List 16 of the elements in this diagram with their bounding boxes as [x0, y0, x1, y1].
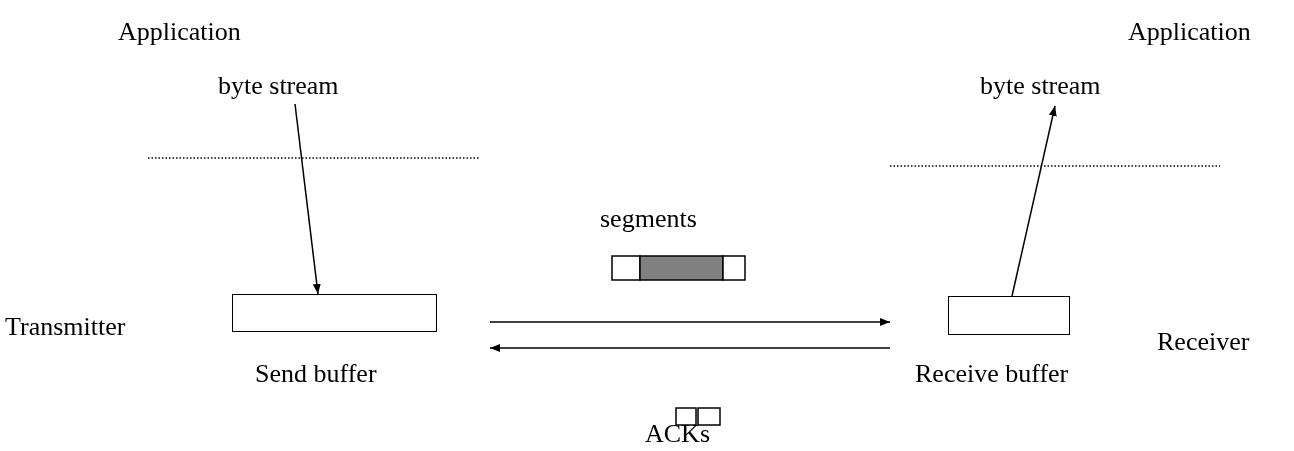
text-label: segments [600, 203, 697, 235]
buffer-label: Receive buffer [915, 358, 1069, 390]
text-label: Transmitter [5, 311, 126, 343]
text-label: byte stream [980, 70, 1101, 102]
text-label: ACKs [645, 418, 710, 450]
arrow [294, 103, 321, 295]
text-label: Application [118, 16, 241, 48]
arrow [1011, 105, 1057, 297]
text-label: byte stream [218, 70, 339, 102]
text-label: Application [1128, 16, 1251, 48]
buffer-label: Send buffer [255, 358, 377, 390]
buffer-box [948, 296, 1070, 335]
buffer-box [232, 294, 437, 332]
arrow [489, 344, 891, 352]
text-label: Receiver [1157, 326, 1250, 358]
arrow [489, 318, 891, 326]
